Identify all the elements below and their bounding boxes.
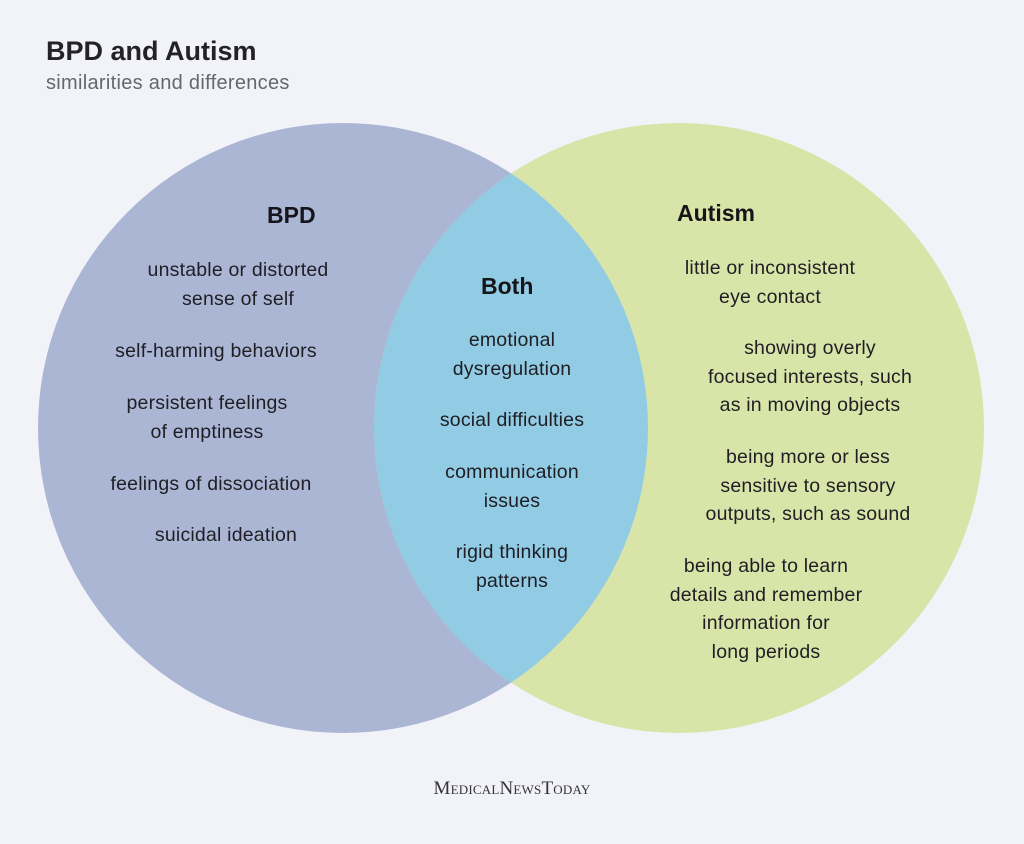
autism-item-focused-interests: showing overly focused interests, such a…: [707, 337, 913, 416]
autism-item-eye-contact: little or inconsistent eye contact: [684, 257, 856, 308]
bpd-item-sense-of-self: unstable or distorted sense of self: [147, 259, 329, 310]
both-item-social-difficulties: social difficulties: [439, 409, 585, 431]
autism-heading: Autism: [677, 200, 755, 226]
bpd-item-self-harm: self-harming behaviors: [115, 340, 317, 362]
bpd-item-dissociation: feelings of dissociation: [110, 473, 312, 495]
autism-item-learn-details: being able to learn details and remember…: [669, 555, 863, 663]
page-title: BPD and Autism: [46, 36, 257, 66]
autism-item-sensory: being more or less sensitive to sensory …: [705, 446, 911, 525]
both-item-rigid-thinking: rigid thinking patterns: [455, 541, 569, 592]
both-heading: Both: [481, 273, 534, 299]
both-item-emotional-dysregulation: emotional dysregulation: [452, 329, 572, 380]
brand-logo: MedicalNewsToday: [433, 778, 591, 799]
bpd-item-suicidal-ideation: suicidal ideation: [154, 524, 298, 546]
bpd-heading: BPD: [267, 202, 316, 228]
overlap-region: [374, 123, 648, 733]
both-item-communication-issues: communication issues: [445, 461, 579, 512]
bpd-item-emptiness: persistent feelings of emptiness: [126, 392, 288, 443]
page-subtitle: similarities and differences: [46, 72, 290, 94]
